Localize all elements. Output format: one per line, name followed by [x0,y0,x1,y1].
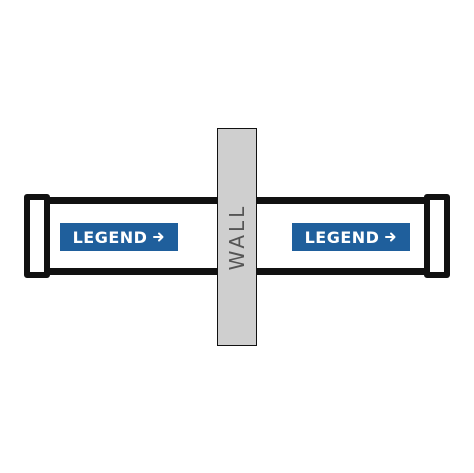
legend-label-right: LEGEND [304,227,380,247]
left-end-cap [24,194,50,278]
arrow-right-icon [385,232,396,242]
arrow-right-icon [153,232,164,242]
legend-plate-left: LEGEND [60,223,178,251]
right-end-cap [424,194,450,278]
wall: WALL [217,128,257,346]
wall-label: WALL [225,203,249,271]
legend-label-left: LEGEND [72,227,148,247]
legend-plate-right: LEGEND [292,223,410,251]
